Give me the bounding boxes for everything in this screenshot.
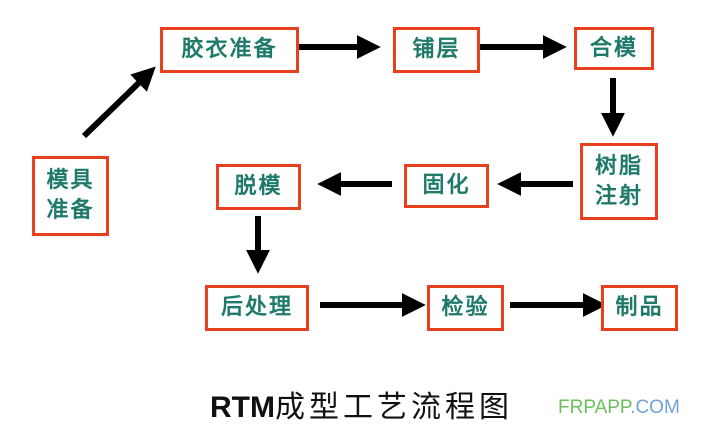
node-post-processing: 后处理 <box>205 285 309 331</box>
diagram-title: RTM成型工艺流程图 <box>210 382 513 426</box>
node-mold-close: 合模 <box>574 27 654 70</box>
watermark-part2: .COM <box>630 397 680 418</box>
node-product: 制品 <box>601 285 678 331</box>
node-resin-injection: 树脂注射 <box>580 143 658 220</box>
node-mold-prep: 模具准备 <box>32 156 109 236</box>
title-latin: RTM <box>210 391 275 424</box>
title-chinese: 成型工艺流程图 <box>274 390 513 425</box>
node-demolding: 脱模 <box>216 164 301 210</box>
node-curing: 固化 <box>404 164 489 208</box>
node-layup: 铺层 <box>393 27 480 73</box>
watermark: FRPAPP.COM <box>558 397 680 419</box>
watermark-part1: FRPAPP <box>558 397 631 418</box>
arrow-mold-to-gelcoat <box>81 66 156 139</box>
node-gelcoat-prep: 胶衣准备 <box>160 27 299 73</box>
node-inspection: 检验 <box>427 285 504 331</box>
